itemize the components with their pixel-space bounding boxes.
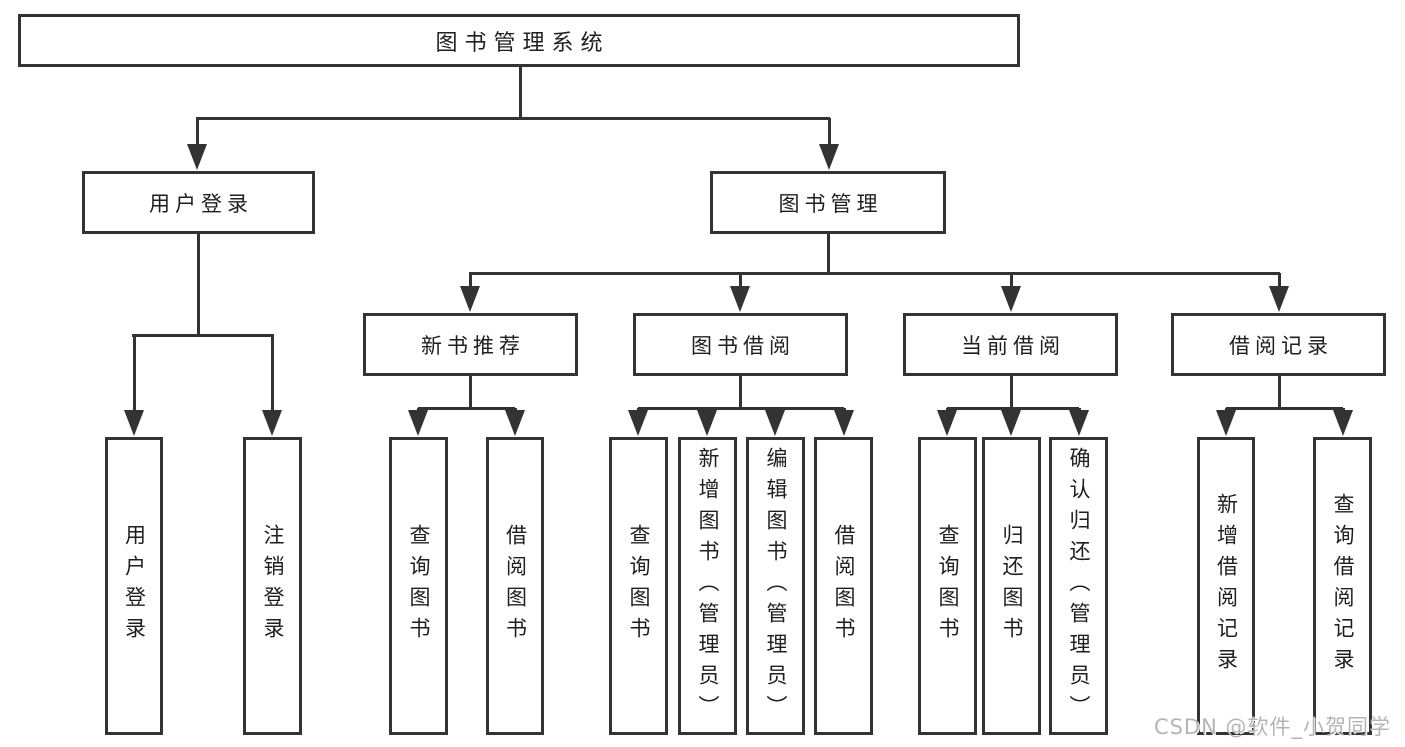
arrow-down-icon bbox=[1216, 410, 1236, 436]
connector-line bbox=[826, 234, 830, 275]
node-label: 新书推荐 bbox=[421, 333, 525, 358]
connector-line bbox=[418, 406, 515, 410]
node-label: 借阅图书 bbox=[503, 524, 528, 648]
arrow-down-icon bbox=[765, 410, 785, 436]
arrow-down-icon bbox=[408, 410, 428, 436]
connector-arrow-stem bbox=[270, 335, 274, 412]
node-label: 图书管理 bbox=[778, 191, 883, 216]
arrow-down-icon bbox=[1069, 410, 1089, 436]
node-label: 当前借阅 bbox=[961, 333, 1065, 358]
node-label: 图书管理系统 bbox=[435, 30, 610, 56]
connector-line bbox=[196, 116, 830, 120]
connector-line bbox=[1277, 376, 1281, 410]
arrow-down-icon bbox=[1333, 410, 1353, 436]
arrow-down-icon bbox=[730, 286, 750, 312]
connector-line bbox=[132, 333, 274, 337]
arrow-down-icon bbox=[697, 410, 717, 436]
node-leaf-query-book-c: 查询图书 bbox=[918, 437, 977, 735]
connector-arrow-stem bbox=[468, 273, 472, 288]
node-leaf-borrow-book-a: 借阅图书 bbox=[486, 437, 544, 735]
node-label: 借阅图书 bbox=[832, 524, 856, 648]
connector-line bbox=[196, 234, 200, 337]
connector-arrow-stem bbox=[738, 273, 742, 288]
node-label: 用户登录 bbox=[149, 191, 253, 216]
node-new-book-recommend: 新书推荐 bbox=[363, 313, 578, 376]
node-leaf-return-book: 归还图书 bbox=[982, 437, 1041, 735]
connector-line bbox=[1226, 406, 1343, 410]
node-leaf-add-record: 新增借阅记录 bbox=[1197, 437, 1255, 735]
node-leaf-logout: 注销登录 bbox=[243, 437, 302, 735]
connector-arrow-stem bbox=[132, 335, 136, 412]
connector-arrow-stem bbox=[195, 118, 199, 146]
node-label: 注销登录 bbox=[261, 524, 285, 648]
arrow-down-icon bbox=[262, 410, 282, 436]
arrow-down-icon bbox=[505, 410, 525, 436]
arrow-down-icon bbox=[460, 286, 480, 312]
arrow-down-icon bbox=[124, 410, 144, 436]
node-leaf-user-login: 用户登录 bbox=[105, 437, 163, 735]
connector-line bbox=[947, 406, 1079, 410]
arrow-down-icon bbox=[834, 410, 854, 436]
connector-line bbox=[468, 376, 472, 410]
arrow-down-icon bbox=[1269, 286, 1289, 312]
node-book-management: 图书管理 bbox=[710, 171, 946, 234]
node-label: 新增借阅记录 bbox=[1214, 493, 1239, 679]
connector-line bbox=[469, 271, 1280, 275]
node-borrowing-records: 借阅记录 bbox=[1171, 313, 1386, 376]
node-label: 用户登录 bbox=[122, 524, 147, 648]
arrow-down-icon bbox=[628, 410, 648, 436]
node-user-login: 用户登录 bbox=[82, 171, 315, 234]
node-leaf-confirm-return: 确认归还（管理员） bbox=[1049, 437, 1108, 735]
node-label: 查询图书 bbox=[627, 524, 651, 648]
node-label: 新增图书（管理员） bbox=[696, 446, 720, 726]
node-current-borrowing: 当前借阅 bbox=[903, 313, 1118, 376]
connector-line bbox=[1009, 376, 1013, 410]
node-book-borrowing: 图书借阅 bbox=[633, 313, 848, 376]
arrow-down-icon bbox=[819, 144, 839, 170]
connector-arrow-stem bbox=[1009, 273, 1013, 288]
node-leaf-borrow-book-b: 借阅图书 bbox=[814, 437, 873, 735]
node-leaf-query-book-b: 查询图书 bbox=[609, 437, 668, 735]
connector-line bbox=[738, 376, 742, 410]
arrow-down-icon bbox=[1001, 286, 1021, 312]
node-label: 查询借阅记录 bbox=[1331, 493, 1355, 679]
node-label: 归还图书 bbox=[1000, 524, 1024, 648]
arrow-down-icon bbox=[187, 144, 207, 170]
node-leaf-add-book-admin: 新增图书（管理员） bbox=[678, 437, 737, 735]
node-label: 确认归还（管理员） bbox=[1067, 446, 1091, 726]
node-label: 查询图书 bbox=[407, 524, 431, 648]
node-leaf-query-record: 查询借阅记录 bbox=[1313, 437, 1372, 735]
node-label: 借阅记录 bbox=[1229, 333, 1333, 358]
csdn-watermark: CSDN @软件_小贺同学 bbox=[1153, 715, 1391, 739]
node-label: 图书借阅 bbox=[691, 333, 795, 358]
arrow-down-icon bbox=[937, 410, 957, 436]
connector-arrow-stem bbox=[827, 118, 831, 146]
node-leaf-query-book-a: 查询图书 bbox=[389, 437, 448, 735]
connector-line bbox=[518, 67, 522, 120]
node-leaf-edit-book-admin: 编辑图书（管理员） bbox=[746, 437, 805, 735]
node-root-system: 图书管理系统 bbox=[18, 14, 1020, 67]
connector-arrow-stem bbox=[1277, 273, 1281, 288]
node-label: 查询图书 bbox=[936, 524, 960, 648]
node-label: 编辑图书（管理员） bbox=[764, 446, 788, 726]
arrow-down-icon bbox=[1001, 410, 1021, 436]
